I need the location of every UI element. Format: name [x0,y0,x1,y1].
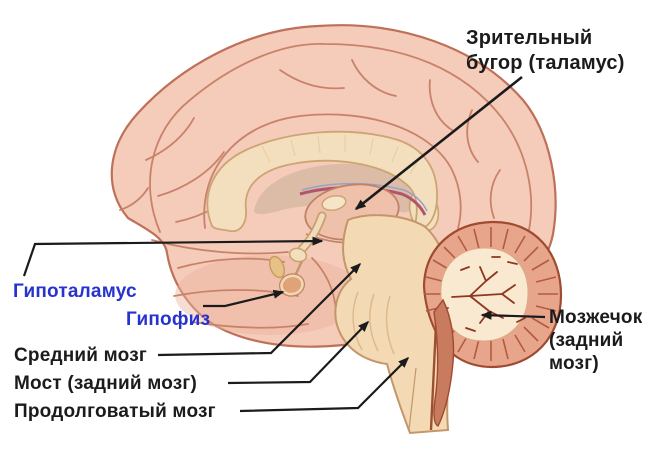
label-midbrain: Средний мозг [14,345,147,366]
callosum-hatching [261,135,419,175]
label-hypothalamus: Гипоталамус [13,281,137,302]
cerebellar-tonsil [433,298,455,427]
label-medulla: Продолговатый мозг [14,401,216,422]
pituitary-region [268,211,327,297]
label-pituitary: Гипофиз [126,309,211,330]
label-cerebellum-line1: Мозжечок [549,307,643,328]
choroid-line [299,186,427,216]
label-thalamus: Зрительный бугор (таламус) [466,26,625,76]
connector-arrow-medulla [239,356,410,413]
connector-arrow-thalamus [354,75,523,211]
optic-structure [268,255,286,279]
connector-lines [22,75,546,413]
connector-arrow-cerebellum [480,310,546,320]
label-thalamus-line1: Зрительный [466,27,593,49]
pituitary-gland [280,274,304,296]
connector-arrow-midbrain [157,262,362,357]
label-cerebellum: Мозжечок (задний мозг) [549,306,642,375]
connector-arrow-hypothalamus [22,236,324,277]
label-pons: Мост (задний мозг) [14,373,198,394]
label-thalamus-line2: бугор (таламус) [466,52,625,74]
connector-arrow-pons [227,320,370,385]
label-cerebellum-line2: (задний [549,330,624,351]
cerebellum [422,220,563,427]
label-cerebellum-line3: мозг) [549,353,599,374]
connector-arrow-pituitary [203,289,285,308]
